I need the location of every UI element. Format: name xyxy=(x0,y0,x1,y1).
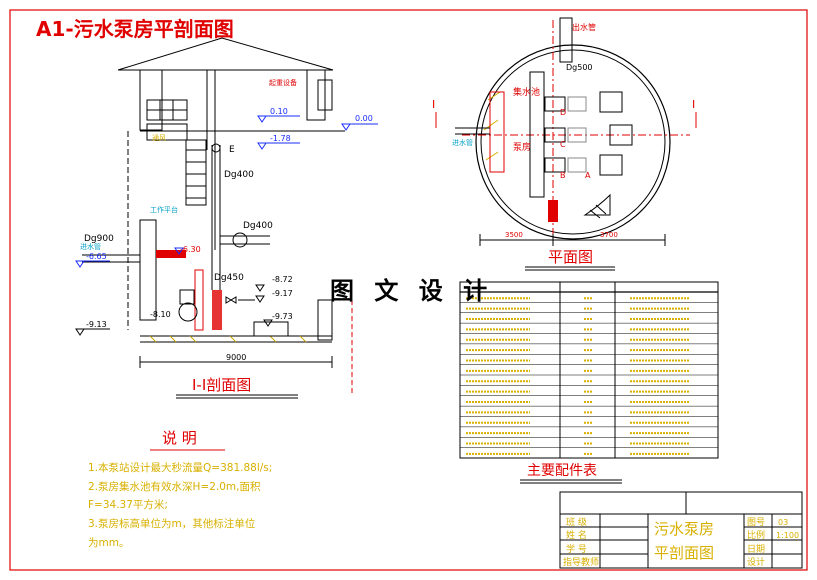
section-dimension: 9000 xyxy=(226,353,246,362)
plan-view: 出水管 Dg500 集水池 泵房 D C B A xyxy=(432,17,697,271)
notes-line-2: 2.泵房集水池有效水深H=2.0m,面积 xyxy=(88,480,261,493)
notes-line-5: 为mm。 xyxy=(88,537,129,549)
tb-right-label-4: 设计 xyxy=(747,556,765,568)
plan-tank-label-1: 集水池 xyxy=(513,86,540,98)
elev-0-00: 0.00 xyxy=(355,114,373,123)
plan-inlet-label: 进水管 xyxy=(452,138,473,147)
tb-left-label-1: 班 级 xyxy=(566,516,587,528)
elev-n8-10: -8.10 xyxy=(150,310,171,319)
notes: 说 明 1.本泵站设计最大秒流量Q=381.88l/s; 2.泵房集水池有效水深… xyxy=(88,429,272,549)
elev-n6-65: -6.65 xyxy=(86,252,107,261)
tb-name-line-2: 平剖面图 xyxy=(654,544,714,562)
notes-line-1: 1.本泵站设计最大秒流量Q=381.88l/s; xyxy=(88,461,272,474)
plan-point-b: B xyxy=(560,171,566,180)
parts-table-caption: 主要配件表 xyxy=(527,463,597,479)
sheet-title: A1-污水泵房平剖面图 xyxy=(36,17,234,41)
pipe-label-dg400-a: Dg400 xyxy=(224,170,254,180)
plan-caption: 平面图 xyxy=(548,248,593,266)
plan-dim-right: 3700 xyxy=(600,231,618,239)
section-mark-e: E xyxy=(229,145,235,155)
plan-point-c: C xyxy=(560,140,566,149)
plan-section-mark-left: I xyxy=(432,98,435,111)
tb-left-label-3: 学 号 xyxy=(566,543,587,555)
notes-line-4: 3.泵房标高单位为m，其他标注单位 xyxy=(88,517,256,530)
plan-top-label: 出水管 xyxy=(572,22,596,32)
elev-n9-73: -9.73 xyxy=(272,312,293,321)
plan-section-mark-right: I xyxy=(692,98,695,111)
tb-value-2: 1:100 xyxy=(776,531,799,540)
plan-point-d: D xyxy=(560,108,566,117)
elev-n1-78: -1.78 xyxy=(270,134,291,143)
pipe-label-dg900: Dg900 xyxy=(84,234,114,244)
notes-heading: 说 明 xyxy=(162,429,197,447)
pipe-label-dg400-b: Dg400 xyxy=(243,221,273,231)
watermark: 图 文 设 计 xyxy=(330,276,494,305)
elev-n9-13: -9.13 xyxy=(86,320,107,329)
tb-right-label-1: 图号 xyxy=(747,517,765,528)
tb-right-label-2: 比例 xyxy=(747,529,765,541)
label-stair: 工作平台 xyxy=(150,205,178,214)
elev-n8-72: -8.72 xyxy=(272,275,293,284)
label-vent: 通风 xyxy=(152,133,166,142)
section-caption: I-I剖面图 xyxy=(192,376,251,394)
parts-table: 主要配件表 xyxy=(459,281,719,484)
elev-0-10: 0.10 xyxy=(270,107,288,116)
pipe-label-dg450: Dg450 xyxy=(214,273,244,283)
tb-left-label-2: 姓 名 xyxy=(566,529,587,541)
notes-line-3: F=34.37平方米; xyxy=(88,498,168,511)
tb-left-label-4: 指导教师 xyxy=(563,556,599,568)
plan-pipe-label: Dg500 xyxy=(566,63,593,72)
sheet-border xyxy=(9,9,808,571)
label-crane: 起重设备 xyxy=(269,78,297,87)
tb-name-line-1: 污水泵房 xyxy=(654,520,714,538)
elev-n6-30: -6.30 xyxy=(180,245,201,254)
plan-point-a: A xyxy=(585,171,591,180)
label-inlet: 进水管 xyxy=(80,242,101,251)
elev-n9-17: -9.17 xyxy=(272,289,293,298)
title-block: 班 级 姓 名 学 号 指导教师 污水泵房 平剖面图 图号 比例 日期 设计 0… xyxy=(559,491,803,569)
plan-dim-left: 3500 xyxy=(505,231,523,239)
plan-tank-label-2: 泵房 xyxy=(513,141,531,153)
tb-value-1: 03 xyxy=(778,518,788,527)
section-view: 0.00 0.10 -1.78 -6.30 -6.65 -8.72 -9.17 … xyxy=(75,37,378,399)
tb-right-label-3: 日期 xyxy=(747,544,765,555)
elevation-markers: 0.00 0.10 -1.78 -6.30 -6.65 -8.72 -9.17 … xyxy=(75,107,378,336)
